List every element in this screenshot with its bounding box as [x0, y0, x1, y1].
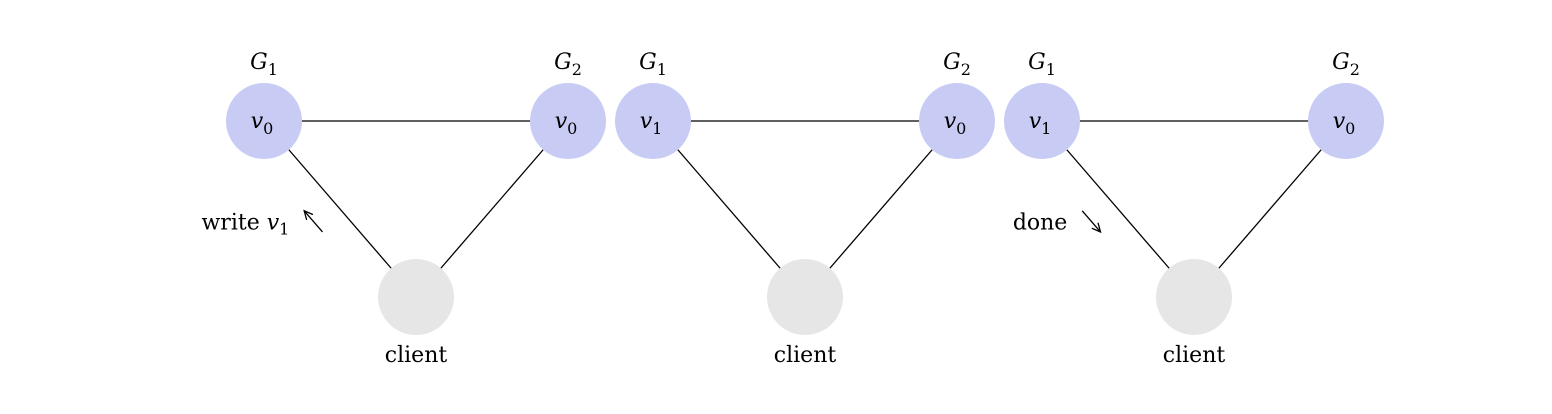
server-circle-g2: [919, 83, 995, 159]
client-circle: [767, 259, 843, 335]
edge-g1-client: [677, 149, 781, 269]
client-circle: [1156, 259, 1232, 335]
value-label-g1-subscript: 0: [263, 119, 273, 138]
server-label-g2: G2: [943, 50, 971, 79]
server-label-g1-subscript: 1: [657, 60, 667, 79]
message-arrow-head: [1091, 222, 1102, 234]
value-label-g2-subscript: 0: [1345, 119, 1355, 138]
message-subscript: 1: [279, 219, 289, 238]
message-label: write v1: [201, 210, 289, 238]
message-arrow-head: [303, 209, 314, 221]
value-label-g1: v1: [1029, 109, 1052, 138]
client-circle: [378, 259, 454, 335]
client-label: client: [1163, 343, 1226, 368]
server-node-g2: v0 G2: [919, 50, 995, 159]
value-label-g1-var: v: [251, 109, 264, 134]
server-node-g2: v0 G2: [530, 50, 606, 159]
value-label-g2-var: v: [555, 109, 568, 134]
server-label-g1-subscript: 1: [1046, 60, 1056, 79]
value-label-g1: v1: [640, 109, 663, 138]
message-label: done: [1013, 210, 1068, 235]
server-label-g2: G2: [1332, 50, 1360, 79]
server-label-g2-var: G: [1332, 50, 1350, 75]
value-label-g2: v0: [944, 109, 967, 138]
value-label-g1-subscript: 1: [652, 119, 662, 138]
server-label-g1-var: G: [250, 50, 268, 75]
value-label-g2-var: v: [944, 109, 957, 134]
message-arrow: [303, 209, 323, 233]
server-label-g2-subscript: 2: [572, 60, 582, 79]
server-label-g1-subscript: 1: [268, 60, 278, 79]
server-node-g2: v0 G2: [1308, 50, 1384, 159]
edge-g2-client: [829, 149, 933, 269]
value-label-g1-subscript: 1: [1041, 119, 1051, 138]
server-label-g1: G1: [1028, 50, 1056, 79]
value-label-g2-var: v: [1333, 109, 1346, 134]
server-label-g1-var: G: [639, 50, 657, 75]
value-label-g1-var: v: [1029, 109, 1042, 134]
server-label-g1-var: G: [1028, 50, 1046, 75]
message-arrow-shaft: [1081, 210, 1101, 233]
message-arrow-shaft: [303, 210, 323, 233]
client-node: client: [378, 259, 454, 368]
message-text: write: [201, 210, 259, 235]
value-label-g1: v0: [251, 109, 274, 138]
edge-g2-client: [1218, 149, 1322, 269]
client-node: client: [1156, 259, 1232, 368]
message-text: done: [1013, 210, 1068, 235]
client-node: client: [767, 259, 843, 368]
edge-g1-client: [288, 149, 392, 269]
server-label-g2-subscript: 2: [961, 60, 971, 79]
value-label-g2-subscript: 0: [956, 119, 966, 138]
value-label-g2: v0: [555, 109, 578, 138]
value-label-g2: v0: [1333, 109, 1356, 138]
value-label-g2-subscript: 0: [567, 119, 577, 138]
server-circle-g2: [530, 83, 606, 159]
client-label: client: [385, 343, 448, 368]
message-arrow: [1081, 210, 1102, 234]
value-label-g1-var: v: [640, 109, 653, 134]
server-circle-g2: [1308, 83, 1384, 159]
server-circle-g1: [1004, 83, 1080, 159]
server-label-g2-var: G: [943, 50, 961, 75]
server-label-g2: G2: [554, 50, 582, 79]
server-circle-g1: [615, 83, 691, 159]
client-label: client: [774, 343, 837, 368]
server-label-g2-subscript: 2: [1350, 60, 1360, 79]
message-var: v: [267, 210, 280, 235]
server-label-g1: G1: [639, 50, 667, 79]
server-circle-g1: [226, 83, 302, 159]
edge-g1-client: [1066, 149, 1170, 269]
server-node-g1: v0 G1: [226, 50, 302, 159]
message-space: [260, 210, 267, 235]
edge-g2-client: [440, 149, 544, 269]
server-label-g1: G1: [250, 50, 278, 79]
server-label-g2-var: G: [554, 50, 572, 75]
